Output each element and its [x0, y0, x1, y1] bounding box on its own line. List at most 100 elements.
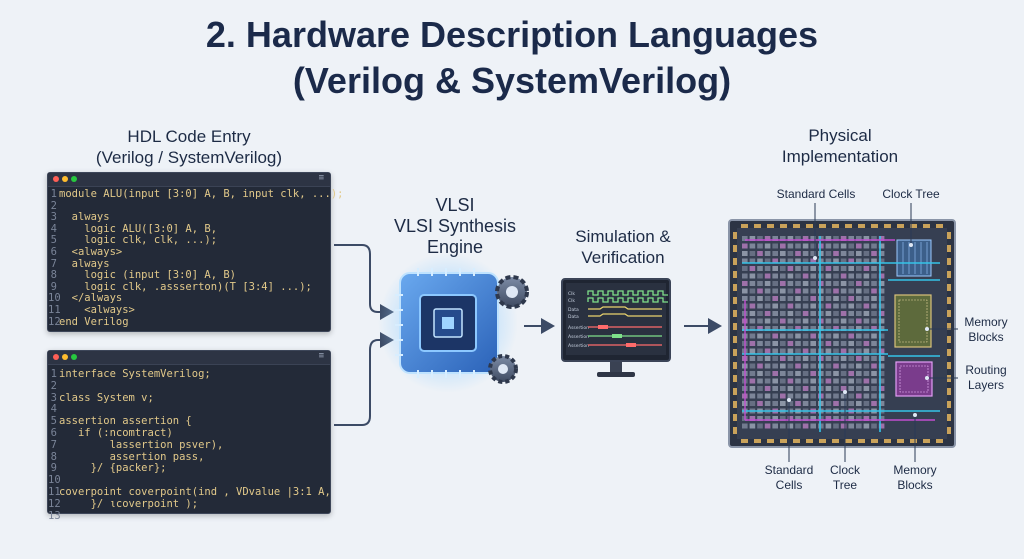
standard-cell: [878, 258, 885, 264]
code-line: 5 logic clk, clk, ...);: [48, 235, 330, 247]
standard-cell: [840, 363, 847, 369]
standard-cell: [833, 378, 839, 384]
io-pad: [733, 401, 737, 408]
arrow-from-verilog: [334, 244, 394, 320]
standard-cell: [787, 423, 794, 429]
clock-tree-grid: [902, 242, 928, 274]
standard-cell: [772, 378, 778, 384]
standard-cell: [863, 326, 870, 331]
standard-cell: [863, 423, 870, 429]
io-pad: [845, 439, 852, 443]
close-dot-icon[interactable]: [53, 176, 59, 182]
standard-cell: [749, 281, 756, 286]
code-line: 7 lassertion psver),: [48, 439, 330, 452]
standard-cell: [749, 326, 756, 331]
signal-label: Assertion: [568, 325, 589, 331]
standard-cell: [787, 333, 794, 339]
standard-cell: [848, 371, 854, 376]
standard-cell: [764, 348, 771, 354]
minimize-dot-icon[interactable]: [62, 354, 68, 360]
standard-cell: [810, 311, 816, 316]
maximize-dot-icon[interactable]: [71, 176, 77, 182]
line-number: 5: [50, 234, 57, 247]
standard-cell: [742, 423, 748, 429]
standard-cell: [833, 363, 839, 369]
standard-cell: [749, 243, 756, 249]
standard-cell: [787, 348, 794, 354]
code-line: 6 <always>: [48, 246, 330, 259]
io-pad: [733, 271, 737, 278]
standard-cell: [833, 303, 839, 309]
standard-cell: [825, 401, 832, 406]
standard-cell: [780, 363, 786, 369]
standard-cell: [757, 258, 763, 264]
standard-cell: [825, 281, 832, 286]
standard-cell: [764, 296, 771, 301]
io-pad: [947, 245, 951, 252]
standard-cell: [795, 356, 801, 361]
standard-cell: [757, 266, 763, 271]
standard-cell: [848, 273, 854, 279]
standard-cell: [742, 273, 748, 279]
standard-cell: [878, 333, 885, 339]
code-line: 10: [48, 474, 330, 487]
standard-cell: [825, 258, 832, 264]
standard-cell: [802, 326, 809, 331]
standard-cell: [871, 251, 877, 256]
standard-cell: [802, 423, 809, 429]
io-pad: [923, 224, 930, 228]
standard-cell: [878, 311, 885, 316]
standard-cell: [856, 326, 862, 331]
io-pad: [936, 439, 943, 443]
standard-cell: [780, 251, 786, 256]
standard-cell: [764, 401, 771, 406]
io-pad: [733, 284, 737, 291]
menu-icon[interactable]: ≡: [318, 173, 324, 183]
standard-cell: [871, 363, 877, 369]
standard-cell: [825, 303, 832, 309]
close-dot-icon[interactable]: [53, 354, 59, 360]
standard-cell: [749, 318, 756, 324]
io-pad: [884, 439, 891, 443]
standard-cell: [810, 243, 816, 249]
line-number: 10: [48, 474, 61, 487]
standard-cell: [764, 363, 771, 369]
menu-icon[interactable]: ≡: [318, 351, 324, 361]
standard-cell: [878, 273, 885, 279]
assertion-marker: [598, 325, 608, 329]
standard-cell: [772, 258, 778, 264]
io-pad: [947, 427, 951, 434]
standard-cell: [825, 251, 832, 256]
standard-cell: [825, 363, 832, 369]
standard-cell: [749, 341, 756, 346]
standard-cell: [742, 266, 748, 271]
signal-label: Clk: [568, 298, 575, 304]
code-text: <always>: [59, 303, 135, 316]
standard-cell: [749, 371, 756, 376]
standard-cell: [802, 243, 809, 249]
standard-cell: [848, 393, 854, 399]
io-pad: [910, 224, 917, 228]
standard-cell: [802, 363, 809, 369]
standard-cell: [772, 251, 778, 256]
signal-label: Data: [568, 307, 579, 313]
standard-cell: [772, 363, 778, 369]
code-line: 2: [48, 200, 330, 213]
label-clock-line1: Clock: [829, 463, 860, 477]
standard-cell: [833, 423, 839, 429]
line-number: 10: [48, 292, 61, 305]
code-line: 11coverpoint coverpoint(ind , VDvalue |3…: [48, 485, 331, 499]
standard-cell: [772, 288, 778, 294]
io-pad: [754, 224, 761, 228]
standard-cell: [856, 356, 862, 361]
io-pad: [845, 224, 852, 228]
standard-cell: [772, 401, 778, 406]
line-number: 11: [48, 485, 61, 498]
standard-cell: [780, 273, 786, 279]
code-to-synthesis-arrows: [334, 244, 394, 426]
maximize-dot-icon[interactable]: [71, 354, 77, 360]
minimize-dot-icon[interactable]: [62, 176, 68, 182]
hdl-title-line2: (Verilog / SystemVerilog): [95, 148, 283, 167]
